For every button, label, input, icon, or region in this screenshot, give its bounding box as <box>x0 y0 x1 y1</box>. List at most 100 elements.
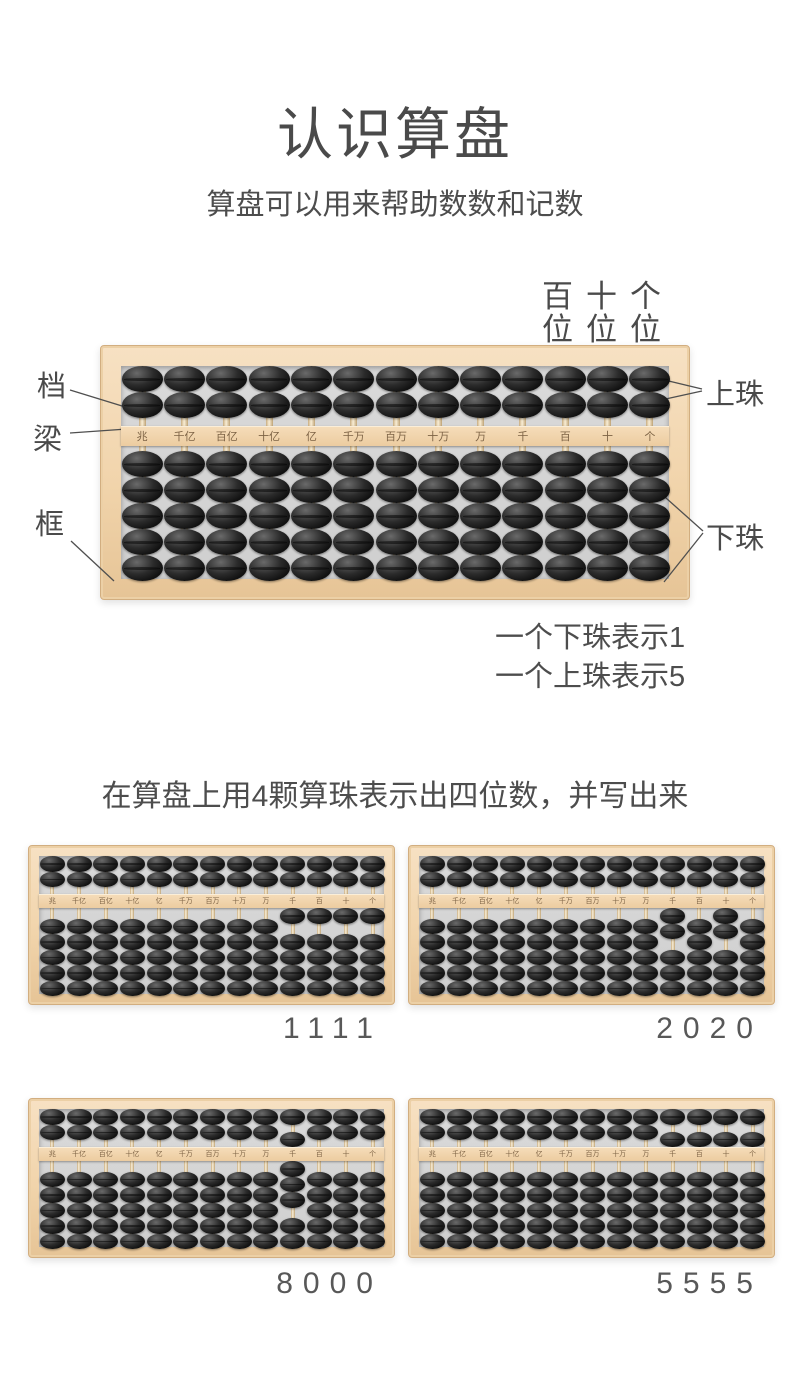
beam-place-label: 万 <box>262 1151 270 1158</box>
lower-bead <box>119 1202 145 1218</box>
upper-bead <box>248 366 290 392</box>
lower-bead <box>606 1218 632 1234</box>
lower-bead <box>306 934 332 950</box>
upper-bead <box>526 1109 552 1125</box>
lower-bead <box>580 934 605 950</box>
lower-bead <box>473 980 499 996</box>
upper-bead <box>713 1131 739 1147</box>
lower-bead <box>119 1233 145 1249</box>
upper-bead <box>226 871 252 887</box>
upper-bead <box>66 1109 92 1125</box>
lower-bead <box>633 1187 659 1203</box>
lower-bead <box>499 918 525 934</box>
bead-value-note: 一个下珠表示1 一个上珠表示5 <box>495 619 685 697</box>
lower-bead <box>333 965 359 981</box>
lower-bead <box>200 965 225 981</box>
upper-bead <box>473 871 499 887</box>
upper-bead <box>163 366 205 392</box>
beam-place-label: 百亿 <box>215 431 238 443</box>
lower-bead <box>280 1218 306 1234</box>
abacus-lower-deck <box>419 908 766 996</box>
lower-bead <box>686 965 712 981</box>
upper-bead <box>333 366 375 392</box>
lower-bead <box>499 965 525 981</box>
upper-bead <box>253 856 279 872</box>
beam-place-label: 十万 <box>612 1151 627 1158</box>
lower-bead <box>633 918 659 934</box>
upper-bead <box>526 1124 552 1140</box>
lower-bead <box>629 529 671 555</box>
lower-bead <box>606 1187 632 1203</box>
upper-bead <box>280 871 306 887</box>
lower-bead <box>280 965 306 981</box>
lower-bead <box>306 965 332 981</box>
lower-bead <box>417 555 459 581</box>
beam-place-label: 十万 <box>612 898 627 905</box>
upper-bead <box>360 1124 386 1140</box>
beam-place-label: 个 <box>749 898 757 905</box>
lower-bead <box>713 980 739 996</box>
lower-bead <box>686 980 712 996</box>
exercise-abacus-1111: 兆千亿百亿十亿亿千万百万十万万千百十个 <box>28 845 395 1005</box>
lower-bead <box>499 1233 525 1249</box>
lower-bead <box>173 1233 199 1249</box>
lower-bead <box>280 949 306 965</box>
lower-bead <box>544 477 586 503</box>
exercise-abacus-5555: 兆千亿百亿十亿亿千万百万十万万千百十个 <box>408 1098 775 1258</box>
upper-bead <box>360 871 386 887</box>
upper-bead <box>526 871 552 887</box>
lower-bead <box>39 1187 65 1203</box>
lower-bead <box>629 451 671 477</box>
lower-bead <box>253 980 279 996</box>
lower-bead <box>248 503 290 529</box>
lower-bead <box>499 1171 525 1187</box>
lower-bead <box>446 934 472 950</box>
lower-bead <box>360 934 386 950</box>
lower-bead <box>93 934 119 950</box>
lower-bead <box>446 965 472 981</box>
upper-bead <box>93 1124 119 1140</box>
lower-bead <box>119 949 145 965</box>
abacus-upper-deck <box>39 1109 386 1147</box>
lower-bead <box>93 980 119 996</box>
lower-bead <box>360 949 386 965</box>
beam-place-label: 十万 <box>232 898 247 905</box>
lower-bead <box>173 980 199 996</box>
lower-bead <box>419 1187 445 1203</box>
lower-bead <box>306 1218 332 1234</box>
lower-bead <box>280 1161 306 1177</box>
answer-1111: 1111 <box>282 1012 383 1045</box>
beam-place-label: 百 <box>695 898 703 905</box>
lower-bead <box>360 980 386 996</box>
lower-bead <box>163 555 205 581</box>
lower-bead <box>526 918 552 934</box>
beam-place-label: 个 <box>369 1151 377 1158</box>
lower-bead <box>660 1171 686 1187</box>
upper-bead <box>200 1109 225 1125</box>
lower-bead <box>660 1218 686 1234</box>
lower-bead <box>686 934 712 950</box>
lower-bead <box>446 980 472 996</box>
lower-bead <box>66 1233 92 1249</box>
place-label-hundreds: 百 位 <box>542 279 573 347</box>
upper-bead <box>473 1109 499 1125</box>
lower-bead <box>553 1202 579 1218</box>
lower-bead <box>200 918 225 934</box>
beam-place-label: 千 <box>669 1151 677 1158</box>
lower-bead <box>66 965 92 981</box>
upper-bead <box>375 392 417 418</box>
lower-bead <box>306 980 332 996</box>
upper-bead <box>121 392 163 418</box>
lower-bead <box>375 451 417 477</box>
upper-bead <box>119 856 145 872</box>
upper-bead <box>93 1109 119 1125</box>
lower-bead <box>473 1187 499 1203</box>
upper-bead <box>660 856 686 872</box>
lower-bead <box>553 980 579 996</box>
lower-bead <box>502 477 544 503</box>
lower-bead <box>206 503 248 529</box>
lower-bead <box>553 918 579 934</box>
upper-bead <box>66 871 92 887</box>
beam-place-label: 兆 <box>48 898 56 905</box>
upper-bead <box>686 856 712 872</box>
